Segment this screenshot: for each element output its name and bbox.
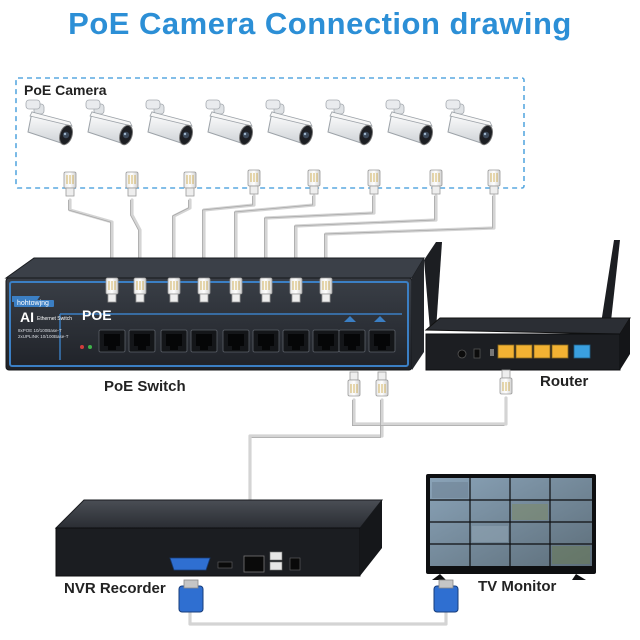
poe-camera-8 [446,100,495,146]
poe-camera-1 [26,100,75,146]
camera-plugs [64,170,500,196]
poe-camera-7 [386,100,435,146]
nvr-label: NVR Recorder [64,580,166,597]
switch-ports [99,330,395,352]
poe-camera-3 [146,100,195,146]
switch-model-sub: Ethernet Switch [37,316,72,322]
switch-model-ai: AI [20,309,34,325]
switch-model-poe: POE [82,307,112,323]
poe-camera-5 [266,100,315,146]
poe-camera-2 [86,100,135,146]
vga-cable [190,610,446,624]
poe-camera-6 [326,100,375,146]
poe-switch [6,258,424,370]
camera-group-label: PoE Camera [24,82,106,98]
tv-monitor [426,474,596,580]
switch-spec-line2: 2xUPLINK 10/100Base-T [18,334,69,339]
router [424,240,630,370]
switch-label: PoE Switch [104,378,186,395]
switch-brand: hohtowjng [17,300,49,307]
nvr-recorder [56,500,382,576]
switch-spec-line1: 8xPOE 10/100Base-T [18,328,62,333]
camera-row [26,100,495,146]
vga-plugs [179,580,458,612]
uplink-cable-edges [252,400,505,438]
router-label: Router [540,373,588,390]
monitor-label: TV Monitor [478,578,556,595]
poe-camera-4 [206,100,255,146]
